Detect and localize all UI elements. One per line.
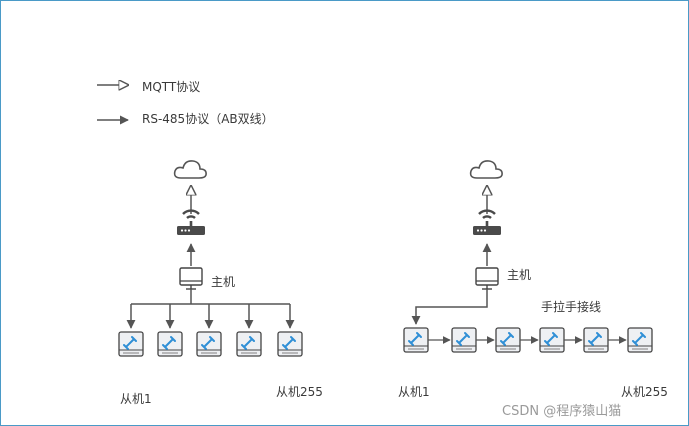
left-slave-device-3 bbox=[196, 331, 222, 357]
right-slave-device-6 bbox=[627, 327, 653, 353]
right-slave-first-label: 从机1 bbox=[398, 385, 430, 399]
right-host-icon bbox=[475, 267, 499, 290]
left-cloud-icon bbox=[173, 160, 207, 179]
left-host-label: 主机 bbox=[211, 275, 236, 289]
left-router-icon bbox=[175, 209, 207, 237]
left-topology bbox=[118, 160, 303, 357]
right-cloud-icon bbox=[469, 160, 503, 179]
right-slave-device-2 bbox=[451, 327, 477, 353]
legend-rs485-label: RS-485协议（AB双线） bbox=[142, 112, 274, 126]
left-slave-device-1 bbox=[118, 331, 144, 357]
right-slave-last-label: 从机255 bbox=[621, 385, 668, 399]
right-host-chain-link bbox=[411, 289, 488, 325]
left-slave-device-4 bbox=[236, 331, 262, 357]
right-slave-device-1 bbox=[403, 327, 429, 353]
right-host-label: 主机 bbox=[507, 268, 532, 282]
left-host-icon bbox=[179, 267, 203, 290]
left-slave-device-2 bbox=[157, 331, 183, 357]
left-slave-last-label: 从机255 bbox=[276, 385, 323, 399]
legend-mqtt-label: MQTT协议 bbox=[142, 80, 201, 94]
csdn-watermark: CSDN @程序猿山猫 bbox=[502, 404, 622, 419]
right-slave-device-4 bbox=[539, 327, 565, 353]
right-slave-device-5 bbox=[583, 327, 609, 353]
left-slave-device-5 bbox=[277, 331, 303, 357]
right-topology bbox=[403, 160, 653, 353]
right-chain-label: 手拉手接线 bbox=[541, 300, 602, 314]
right-router-icon bbox=[471, 209, 503, 237]
right-slave-device-3 bbox=[495, 327, 521, 353]
left-slave-first-label: 从机1 bbox=[120, 392, 152, 406]
